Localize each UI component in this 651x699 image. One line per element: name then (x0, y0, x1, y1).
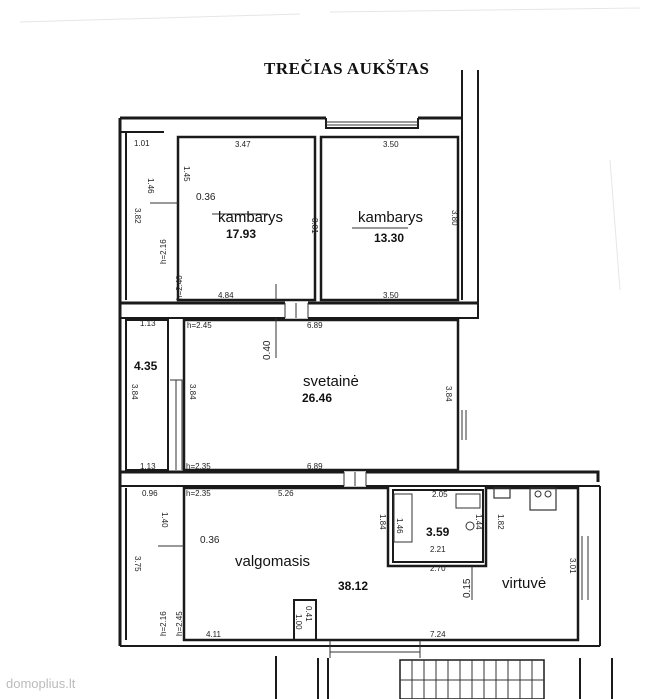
dim-label: 2.05 (432, 490, 448, 499)
dim-label: 1.45 (182, 166, 191, 182)
dim-label: h=2.16 (159, 611, 168, 636)
dim-label: 0.36 (200, 535, 220, 546)
dim-label: 1.01 (134, 139, 150, 148)
dim-label: 3.84 (130, 384, 139, 400)
walls (118, 70, 613, 699)
dim-label: h=2.35 (186, 462, 211, 471)
dim-label: 0.41 (304, 606, 313, 622)
room-labels: kambarys 17.93 kambarys 13.30 4.35 sveta… (134, 209, 546, 593)
dim-label: 3.84 (444, 386, 453, 402)
dim-label: 2.70 (430, 564, 446, 573)
dim-label: h=2.16 (159, 239, 168, 264)
dim-label: 1.40 (160, 512, 169, 528)
dim-label: 0.36 (196, 192, 216, 203)
dim-label: 4.84 (218, 291, 234, 300)
dim-label: 1.46 (146, 178, 155, 194)
room-area-small: 4.35 (134, 359, 158, 373)
dim-label: 3.84 (188, 384, 197, 400)
dim-label: h=2.35 (186, 489, 211, 498)
dim-label: 1.84 (378, 514, 387, 530)
dim-label: 3.01 (568, 558, 577, 574)
dimension-labels: 1.01 1.46 3.47 3.50 1.45 0.36 3.82 3.81 … (130, 139, 577, 639)
dim-label: 3.81 (310, 218, 319, 234)
dim-label: 0.15 (462, 578, 473, 598)
dim-label: 0.96 (142, 489, 158, 498)
room-name-valgomasis: valgomasis (235, 553, 310, 570)
dim-label: 1.13 (140, 462, 156, 471)
dim-label: 5.26 (278, 489, 294, 498)
room-name-kambarys-2: kambarys (358, 209, 423, 226)
dim-label: 1.46 (395, 518, 404, 534)
room-name-kambarys-1: kambarys (218, 209, 283, 226)
dim-label: 4.11 (206, 630, 222, 639)
room-name-virtuve: virtuvė (502, 575, 546, 592)
room-name-svetaine: svetainė (303, 373, 359, 390)
dim-label: 1.00 (294, 614, 303, 630)
dim-label: 2.21 (430, 545, 446, 554)
dim-label: 3.47 (235, 140, 251, 149)
dim-label: 1.82 (496, 514, 505, 530)
room-area-kambarys-2: 13.30 (374, 231, 404, 245)
room-area-valgomasis: 38.12 (338, 579, 368, 593)
floor-title: TREČIAS AUKŠTAS (264, 59, 429, 78)
dim-label: 6.89 (307, 321, 323, 330)
dim-label: 7.24 (430, 630, 446, 639)
room-area-svetaine: 26.46 (302, 391, 332, 405)
room-area-bathroom: 3.59 (426, 525, 450, 539)
dim-label: 3.50 (383, 291, 399, 300)
dim-label: h=2.45 (187, 321, 212, 330)
dim-label: 3.80 (450, 210, 459, 226)
dim-label: h=2.40 (175, 275, 184, 300)
dim-label: 3.50 (383, 140, 399, 149)
dim-label: 1.13 (140, 319, 156, 328)
dim-label: h=2.45 (175, 611, 184, 636)
dim-label: 0.40 (262, 340, 273, 360)
scan-marks (19, 7, 641, 291)
dim-label: 3.75 (133, 556, 142, 572)
room-area-kambarys-1: 17.93 (226, 227, 256, 241)
dim-label: 1.44 (474, 514, 483, 530)
dim-label: 6.89 (307, 462, 323, 471)
dim-label: 3.82 (133, 208, 142, 224)
watermark: domoplius.lt (6, 676, 76, 691)
